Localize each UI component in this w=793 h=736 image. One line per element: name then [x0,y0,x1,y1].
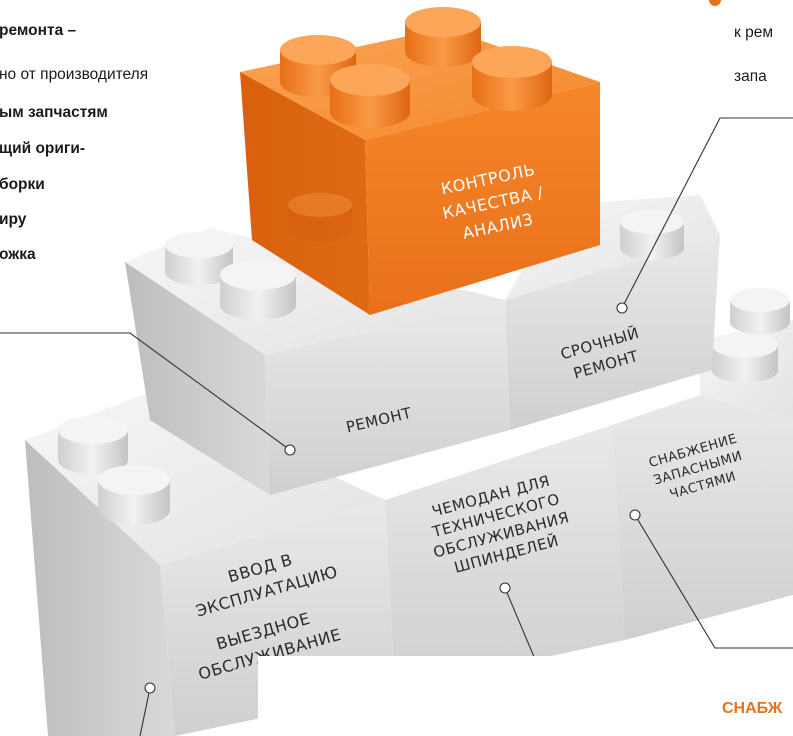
block-spindle-case [385,425,625,690]
stud [165,232,233,285]
stud [220,260,296,320]
left-text-line-6: иру [0,211,27,228]
stud [98,465,170,525]
callout-line-repair [0,332,291,451]
orange-stud [472,46,552,111]
left-text-line-7: ожка [0,246,36,263]
orange-bullet [709,0,721,6]
callout-line-urgent [621,117,793,309]
callout-dot [144,682,156,694]
left-text-line-1: ремонта – [0,22,77,39]
orange-stud [288,193,352,242]
callout-line-field-service [139,687,151,736]
right-text-line-2: запа [734,68,767,85]
stud [712,332,778,383]
block-repair [125,228,510,495]
block-spare-parts [612,288,793,640]
left-text-line-4: щий ориги- [0,140,86,157]
stud [620,210,684,260]
orange-stud [405,7,481,67]
right-text-line-1: к рем [734,24,773,41]
callout-dot [499,582,511,594]
left-text-line-2: но от производителя [0,66,149,83]
callout-line-spare-parts [634,514,793,649]
bottom-right-heading: СНАБЖ [722,700,783,717]
white-overlay-box [258,656,591,736]
block-quality-control [240,7,600,315]
stud [730,288,790,334]
callout-dot [284,444,296,456]
callout-dots [144,302,641,694]
callout-dot [629,509,641,521]
left-text-line-5: борки [0,176,45,193]
stud [58,416,128,474]
left-text-line-3: ым запчастям [0,104,108,121]
orange-stud [330,64,410,128]
callout-dot [616,302,628,314]
callout-lines [0,117,793,736]
